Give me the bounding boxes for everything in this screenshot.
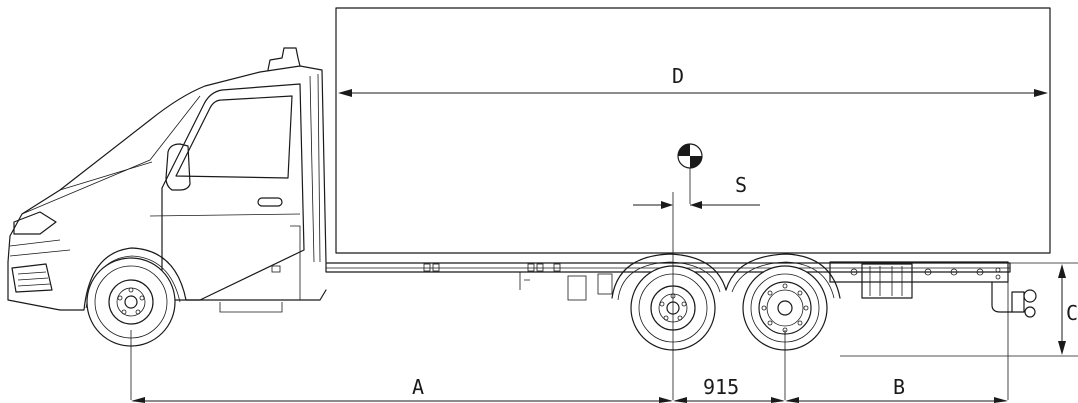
dimension-d-label: D <box>672 64 684 88</box>
dimension-a: A <box>131 375 673 403</box>
dimension-915: 915 <box>673 375 785 403</box>
rear-wheel-arches <box>611 253 841 301</box>
dimension-s: S <box>633 173 760 209</box>
center-of-gravity-icon <box>677 143 703 204</box>
dimension-b-label: B <box>893 375 905 399</box>
dimension-a-label: A <box>412 375 424 399</box>
dimension-s-label: S <box>735 173 747 197</box>
dimension-c: C <box>840 262 1078 357</box>
cargo-box <box>335 7 1051 254</box>
extension-lines <box>130 192 1009 400</box>
dimension-b: B <box>785 375 1008 403</box>
cab-body <box>7 47 327 313</box>
dimension-d: D <box>338 64 1048 97</box>
dimension-c-label: C <box>1066 301 1078 325</box>
dimension-915-label: 915 <box>703 375 739 399</box>
